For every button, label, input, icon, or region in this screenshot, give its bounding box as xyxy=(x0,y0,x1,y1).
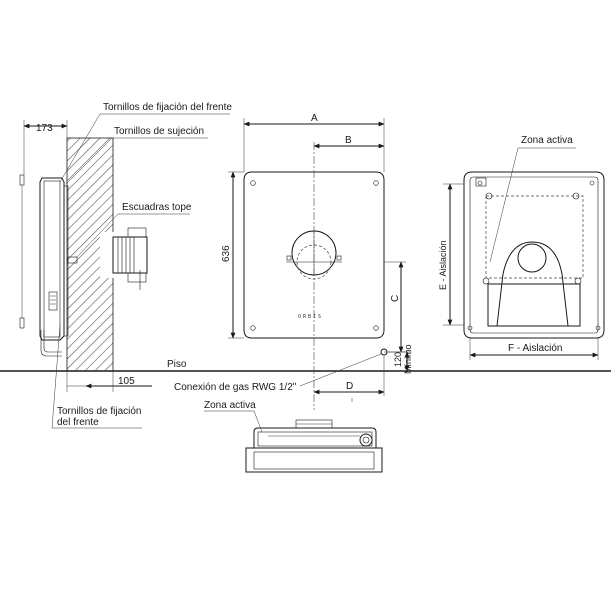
insulation-flue-shape xyxy=(496,241,569,327)
leader-stop-brackets xyxy=(75,213,119,259)
label-front-screws-bottom-2: del frente xyxy=(57,417,99,428)
leader-front-screws-bottom xyxy=(51,324,61,429)
top-view-frame xyxy=(245,447,383,473)
label-gas-connection: Conexión de gas RWG 1/2ʺ xyxy=(174,382,297,393)
dim-173-text: 173 xyxy=(36,123,53,134)
heater-side-outline xyxy=(39,177,65,341)
label-front-screws-top: Tornillos de fijación del frente xyxy=(103,102,232,113)
dim-d-text: D xyxy=(346,381,353,392)
label-insulation-f: F - Aislación xyxy=(508,343,562,354)
label-floor: Piso xyxy=(167,359,187,370)
label-active-zone-bottom: Zona activa xyxy=(204,400,256,411)
label-active-zone-right: Zona activa xyxy=(521,135,573,146)
leader-gas xyxy=(299,353,382,387)
leader-clamping-screws xyxy=(65,137,113,185)
label-clamping-screws: Tornillos de sujeción xyxy=(114,126,204,137)
top-view-body xyxy=(253,427,377,448)
side-view: 173 105 xyxy=(19,113,230,429)
dim-a-text: A xyxy=(311,113,318,124)
insulation-outer xyxy=(463,171,605,339)
leader-front-screws-top xyxy=(59,113,101,183)
label-front-screws-bottom-1: Tornillos de fijación xyxy=(57,406,142,417)
brand-label: ORBIS xyxy=(298,314,323,320)
label-minimum: Mínimo xyxy=(403,344,413,374)
dim-120-text: 120 xyxy=(393,352,403,367)
dim-c-text: C xyxy=(390,295,401,302)
front-plate xyxy=(243,171,385,339)
stop-bracket xyxy=(67,256,78,264)
dim-636-text: 636 xyxy=(221,245,232,262)
top-view xyxy=(204,410,383,473)
gas-connection-point xyxy=(380,348,388,356)
insulation-view: E - Aislación F - Aislación xyxy=(438,147,605,360)
dim-105-text: 105 xyxy=(118,376,135,387)
active-zone-dashed xyxy=(485,195,584,279)
label-stop-brackets: Escuadras tope xyxy=(122,202,192,213)
insulation-inner-panel xyxy=(487,283,581,327)
front-view: ORBIS A B 636 C 120 Mínimo D xyxy=(221,113,413,410)
dim-b-text: B xyxy=(345,135,352,146)
label-insulation-e: E - Aislación xyxy=(438,240,448,290)
